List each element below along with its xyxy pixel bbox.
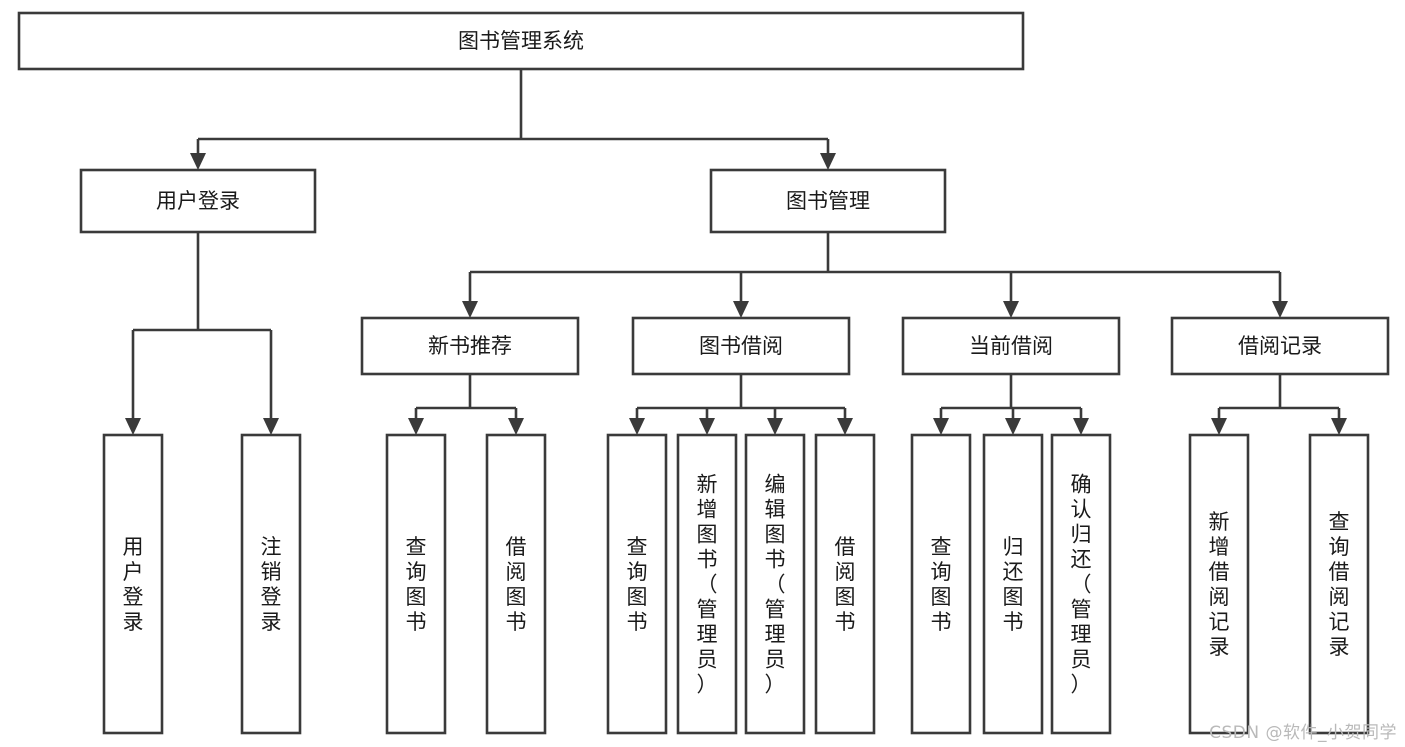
node-leaf-logout-box[interactable] — [240, 433, 302, 735]
node-leaf-query-book-borrow-box[interactable] — [606, 433, 668, 735]
book-borrow-arrow-0 — [629, 418, 645, 435]
watermark-text: CSDN @软件_小贺同学 — [1209, 723, 1397, 743]
node-leaf-borrow-book-box[interactable] — [814, 433, 876, 735]
node-book-borrow[interactable]: 图书借阅 — [631, 316, 851, 376]
node-leaf-add-borrow-record[interactable]: 新增借阅记录 — [1188, 433, 1250, 735]
node-leaf-logout-label: 注销登录 — [261, 535, 282, 634]
node-leaf-borrow-book-recommend[interactable]: 借阅图书 — [485, 433, 547, 735]
node-current-borrow-label: 当前借阅 — [969, 334, 1053, 358]
node-book-management-label: 图书管理 — [786, 189, 870, 213]
nodes-layer: 图书管理系统用户登录图书管理新书推荐图书借阅当前借阅借阅记录用户登录注销登录查询… — [17, 11, 1390, 735]
node-leaf-user-login[interactable]: 用户登录 — [102, 433, 164, 735]
current-borrow-arrow-2 — [1073, 418, 1089, 435]
root-arrow-1 — [820, 153, 836, 170]
node-leaf-query-book-recommend-box[interactable] — [385, 433, 447, 735]
new-book-recommend-arrow-1 — [508, 418, 524, 435]
node-borrow-record-box[interactable] — [1170, 316, 1390, 376]
node-user-login-box[interactable] — [79, 168, 317, 234]
connectors-layer — [125, 69, 1347, 435]
borrow-record-arrow-0 — [1211, 418, 1227, 435]
borrow-record-arrow-1 — [1331, 418, 1347, 435]
node-leaf-add-book-label: 新增图书（管理员） — [697, 473, 718, 697]
node-leaf-return-book[interactable]: 归还图书 — [982, 433, 1044, 735]
current-borrow-arrow-1 — [1005, 418, 1021, 435]
node-leaf-add-book[interactable]: 新增图书（管理员） — [676, 433, 738, 735]
node-root-root[interactable]: 图书管理系统 — [17, 11, 1025, 71]
node-leaf-query-borrow-record-box[interactable] — [1308, 433, 1370, 735]
node-book-management-box[interactable] — [709, 168, 947, 234]
node-book-management[interactable]: 图书管理 — [709, 168, 947, 234]
node-book-borrow-label: 图书借阅 — [699, 334, 783, 358]
book-management-arrow-1 — [733, 301, 749, 318]
node-leaf-query-book-borrow[interactable]: 查询图书 — [606, 433, 668, 735]
node-leaf-edit-book-label: 编辑图书（管理员） — [765, 473, 786, 697]
root-arrow-0 — [190, 153, 206, 170]
book-management-arrow-0 — [462, 301, 478, 318]
node-borrow-record[interactable]: 借阅记录 — [1170, 316, 1390, 376]
node-root-root-label: 图书管理系统 — [458, 29, 584, 53]
node-root-root-box[interactable] — [17, 11, 1025, 71]
node-leaf-borrow-book-recommend-box[interactable] — [485, 433, 547, 735]
node-new-book-recommend-label: 新书推荐 — [428, 334, 512, 358]
node-borrow-record-label: 借阅记录 — [1238, 334, 1322, 358]
node-leaf-query-borrow-record[interactable]: 查询借阅记录 — [1308, 433, 1370, 735]
node-leaf-query-book-borrow-label: 查询图书 — [627, 535, 648, 634]
node-leaf-query-book-current-label: 查询图书 — [931, 535, 952, 634]
node-leaf-edit-book-box[interactable] — [744, 433, 806, 735]
book-borrow-arrow-2 — [767, 418, 783, 435]
node-user-login-label: 用户登录 — [156, 189, 240, 213]
node-leaf-borrow-book[interactable]: 借阅图书 — [814, 433, 876, 735]
node-leaf-user-login-box[interactable] — [102, 433, 164, 735]
node-leaf-query-book-current-box[interactable] — [910, 433, 972, 735]
node-leaf-logout[interactable]: 注销登录 — [240, 433, 302, 735]
node-leaf-return-book-label: 归还图书 — [1003, 535, 1024, 634]
node-user-login[interactable]: 用户登录 — [79, 168, 317, 234]
node-leaf-borrow-book-recommend-label: 借阅图书 — [506, 535, 527, 634]
node-leaf-borrow-book-label: 借阅图书 — [835, 535, 856, 634]
book-borrow-arrow-1 — [699, 418, 715, 435]
new-book-recommend-arrow-0 — [408, 418, 424, 435]
node-leaf-add-book-box[interactable] — [676, 433, 738, 735]
node-new-book-recommend[interactable]: 新书推荐 — [360, 316, 580, 376]
node-leaf-query-book-recommend[interactable]: 查询图书 — [385, 433, 447, 735]
node-leaf-add-borrow-record-box[interactable] — [1188, 433, 1250, 735]
node-leaf-return-book-box[interactable] — [982, 433, 1044, 735]
node-new-book-recommend-box[interactable] — [360, 316, 580, 376]
node-book-borrow-box[interactable] — [631, 316, 851, 376]
node-leaf-confirm-return[interactable]: 确认归还（管理员） — [1050, 433, 1112, 735]
book-management-arrow-2 — [1003, 301, 1019, 318]
node-current-borrow-box[interactable] — [901, 316, 1121, 376]
node-leaf-confirm-return-label: 确认归还（管理员） — [1071, 473, 1092, 697]
book-borrow-arrow-3 — [837, 418, 853, 435]
user-login-arrow-1 — [263, 418, 279, 435]
node-current-borrow[interactable]: 当前借阅 — [901, 316, 1121, 376]
node-leaf-query-book-current[interactable]: 查询图书 — [910, 433, 972, 735]
node-leaf-confirm-return-box[interactable] — [1050, 433, 1112, 735]
node-leaf-query-book-recommend-label: 查询图书 — [406, 535, 427, 634]
node-leaf-query-borrow-record-label: 查询借阅记录 — [1329, 510, 1350, 659]
node-leaf-user-login-label: 用户登录 — [123, 535, 144, 634]
current-borrow-arrow-0 — [933, 418, 949, 435]
node-leaf-edit-book[interactable]: 编辑图书（管理员） — [744, 433, 806, 735]
book-management-arrow-3 — [1272, 301, 1288, 318]
node-leaf-add-borrow-record-label: 新增借阅记录 — [1209, 510, 1230, 659]
user-login-arrow-0 — [125, 418, 141, 435]
